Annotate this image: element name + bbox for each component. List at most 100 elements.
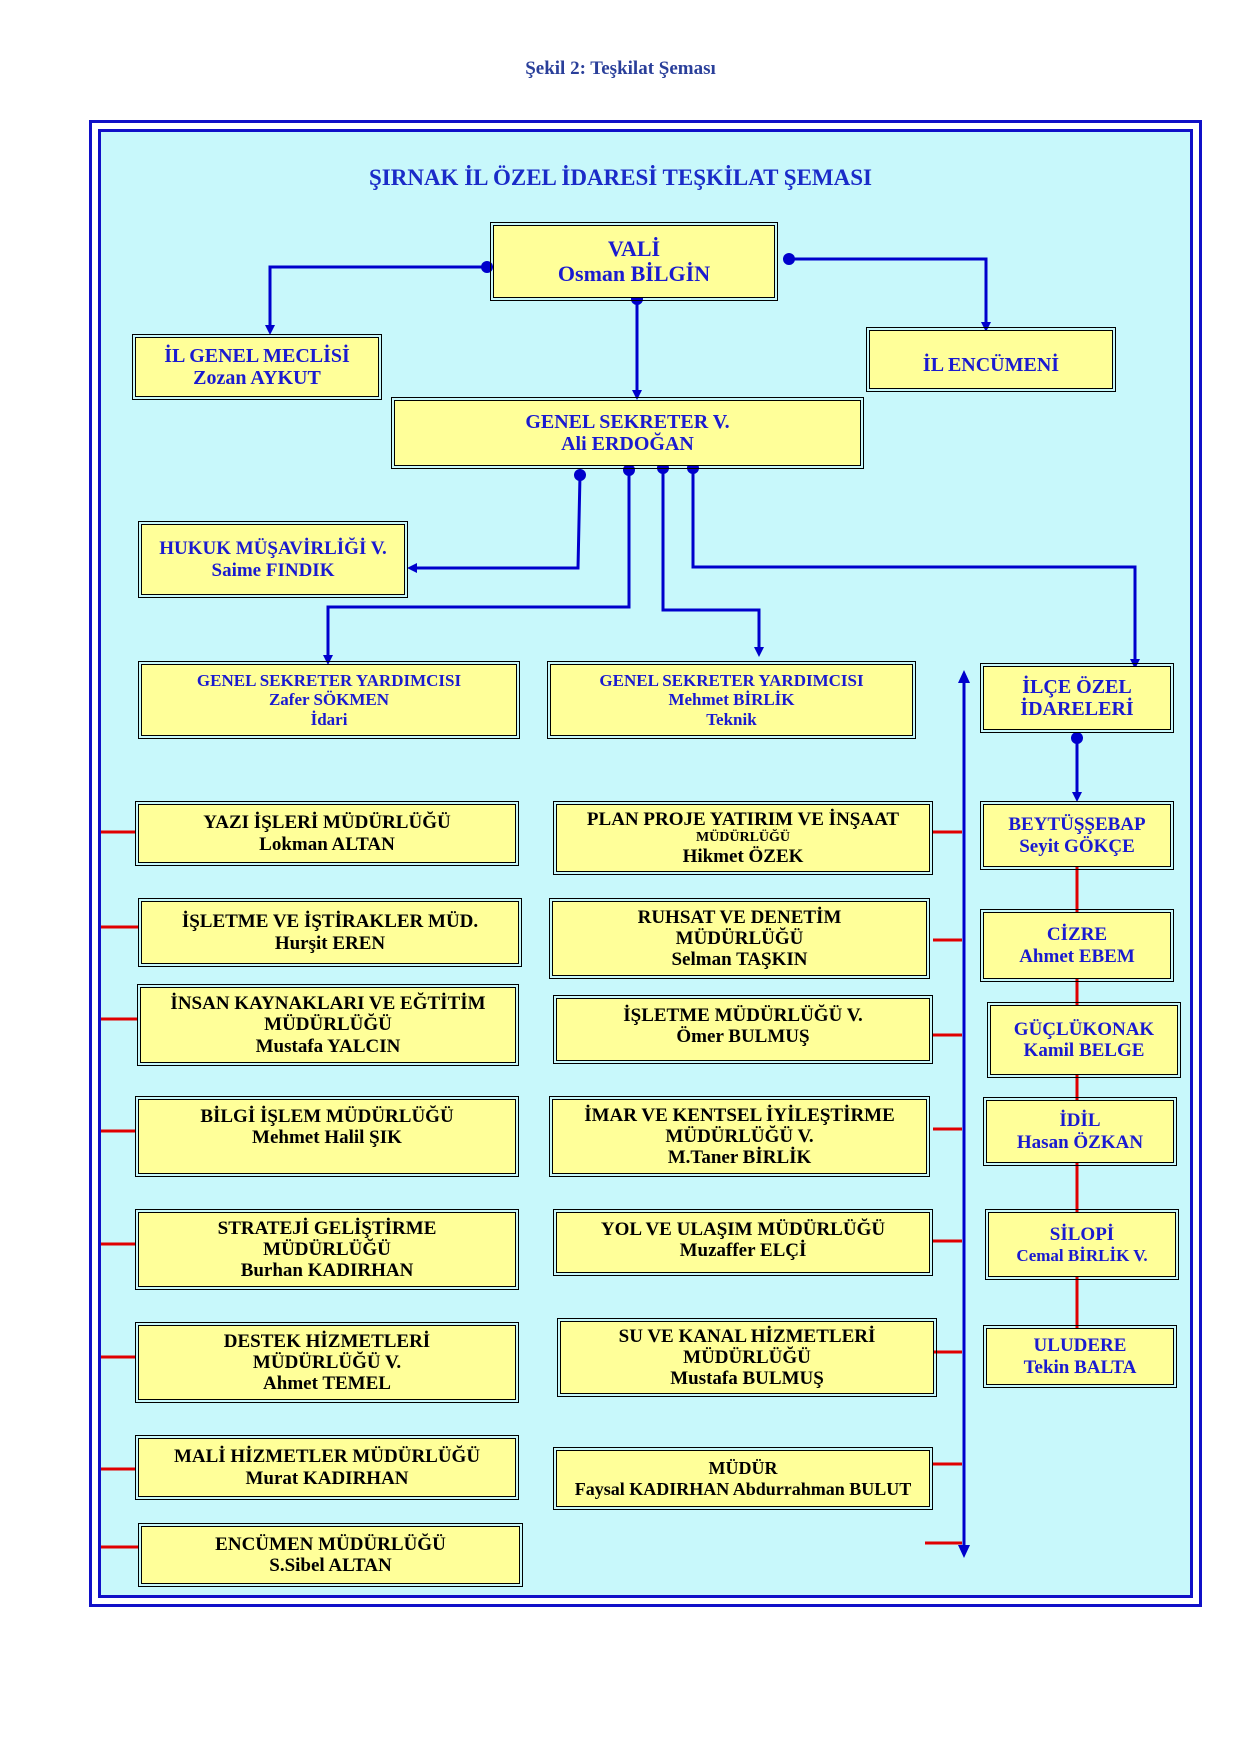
middle-unit-imar-kentsel: İMAR VE KENTSEL İYİLEŞTİRME MÜDÜRLÜĞÜ V.… (549, 1096, 930, 1177)
left-unit-yazi-isleri: YAZI İŞLERİ MÜDÜRLÜĞÜ Lokman ALTAN (135, 801, 519, 866)
il-encumeni-box: İL ENCÜMENİ (866, 327, 1116, 392)
il-genel-meclisi-title: İL GENEL MECLİSİ (164, 344, 350, 367)
district-person: Tekin BALTA (1023, 1356, 1137, 1378)
district-name: BEYTÜŞŞEBAP (1008, 814, 1146, 836)
middle-unit-ruhsat-denetim: RUHSAT VE DENETİM MÜDÜRLÜĞÜ Selman TAŞKI… (549, 898, 930, 979)
district-name: SİLOPİ (1049, 1224, 1115, 1246)
il-genel-meclisi-box: İL GENEL MECLİSİ Zozan AYKUT (132, 334, 382, 400)
middle-unit-plan-proje: PLAN PROJE YATIRIM VE İNŞAAT MÜDÜRLÜĞÜ H… (553, 801, 933, 875)
district-name: İDİL (1059, 1110, 1101, 1132)
unit-line: Faysal KADIRHAN Abdurrahman BULUT (574, 1478, 912, 1499)
hukuk-musavirligi-name: Saime FINDIK (211, 559, 335, 581)
gs-to-hukuk-connector (407, 474, 582, 573)
ilce-ozel-idareleri-box: İLÇE ÖZEL İDARELERİ (980, 663, 1174, 733)
unit-line: S.Sibel ALTAN (269, 1555, 392, 1576)
unit-line: Mehmet Halil ŞIK (252, 1127, 402, 1149)
left-unit-insan-kaynaklari: İNSAN KAYNAKLARI VE EĞTİTİM MÜDÜRLÜĞÜ Mu… (137, 984, 519, 1066)
middle-unit-mudur: MÜDÜR Faysal KADIRHAN Abdurrahman BULUT (553, 1447, 933, 1510)
unit-line: PLAN PROJE YATIRIM VE İNŞAAT (586, 808, 900, 830)
unit-line: MÜDÜRLÜĞÜ (683, 1346, 811, 1368)
gs-to-ilce-connector (691, 468, 1140, 669)
connector-dot (481, 261, 493, 273)
vali-title: VALİ (607, 235, 661, 261)
district-person: Ahmet EBEM (1019, 945, 1135, 967)
unit-line: YAZI İŞLERİ MÜDÜRLÜĞÜ (203, 812, 451, 834)
unit-line: Murat KADIRHAN (245, 1467, 409, 1489)
unit-line: M.Taner BİRLİK (667, 1147, 812, 1169)
unit-line: SU VE KANAL HİZMETLERİ (618, 1325, 876, 1347)
district-beytussebap-box: BEYTÜŞŞEBAP Seyit GÖKÇE (980, 801, 1174, 870)
middle-unit-stubs (925, 830, 962, 1545)
figure-caption: Şekil 2: Teşkilat Şeması (525, 58, 716, 79)
unit-line: YOL VE ULAŞIM MÜDÜRLÜĞÜ (600, 1219, 886, 1240)
unit-line: MÜDÜRLÜĞÜ V. (665, 1125, 814, 1147)
unit-line: Muzaffer ELÇİ (679, 1240, 807, 1262)
unit-line: İŞLETME VE İŞTİRAKLER MÜD. (181, 911, 479, 933)
il-encumeni-title: İL ENCÜMENİ (922, 354, 1060, 377)
unit-line: Selman TAŞKIN (671, 949, 808, 971)
unit-line: Hurşit EREN (274, 932, 386, 954)
vali-box: VALİ Osman BİLGİN (490, 222, 778, 301)
unit-line: RUHSAT VE DENETİM (637, 906, 842, 928)
genel-sekreter-title: GENEL SEKRETER V. (525, 410, 730, 433)
vali-name: Osman BİLGİN (557, 260, 711, 286)
unit-line: DESTEK HİZMETLERİ (223, 1330, 431, 1352)
unit-line: MÜDÜRLÜĞÜ (264, 1014, 392, 1036)
unit-line: MÜDÜRLÜĞÜ (695, 830, 791, 846)
district-person: Seyit GÖKÇE (1019, 835, 1135, 857)
unit-line: ENCÜMEN MÜDÜRLÜĞÜ (215, 1533, 446, 1555)
connector-dot (1071, 732, 1083, 744)
ilce-line2: İDARELERİ (1020, 698, 1134, 720)
left-unit-destek-hizmetleri: DESTEK HİZMETLERİ MÜDÜRLÜĞÜ V. Ahmet TEM… (135, 1322, 519, 1403)
connector-dot (623, 464, 635, 476)
middle-unit-isletme: İŞLETME MÜDÜRLÜĞÜ V. Ömer BULMUŞ (553, 995, 933, 1064)
middle-unit-yol-ulasim: YOL VE ULAŞIM MÜDÜRLÜĞÜ Muzaffer ELÇİ (553, 1209, 933, 1276)
genel-sekreter-yardimcisi-idari-box: GENEL SEKRETER YARDIMCISI Zafer SÖKMEN İ… (138, 661, 520, 739)
district-name: CİZRE (1046, 924, 1108, 946)
hukuk-musavirligi-box: HUKUK MÜŞAVİRLİĞİ V. Saime FINDIK (138, 521, 408, 598)
unit-line: MÜDÜR (708, 1458, 778, 1479)
unit-line: MÜDÜRLÜĞÜ (675, 927, 804, 949)
hukuk-musavirligi-title: HUKUK MÜŞAVİRLİĞİ V. (159, 538, 387, 560)
left-unit-mali-hizmetler: MALİ HİZMETLER MÜDÜRLÜĞÜ Murat KADIRHAN (135, 1435, 519, 1500)
district-name: ULUDERE (1033, 1335, 1127, 1357)
yardimci-teknik-role: Teknik (706, 709, 757, 729)
yardimci-idari-name: Zafer SÖKMEN (268, 690, 390, 710)
unit-line: İŞLETME MÜDÜRLÜĞÜ V. (623, 1005, 863, 1026)
vali-to-meclis-connector (265, 265, 487, 335)
unit-line: MÜDÜRLÜĞÜ V. (252, 1351, 402, 1373)
district-cizre-box: CİZRE Ahmet EBEM (980, 909, 1174, 982)
left-unit-encumen-mudurlugu: ENCÜMEN MÜDÜRLÜĞÜ S.Sibel ALTAN (138, 1523, 523, 1587)
connector-dot (783, 253, 795, 265)
ilce-line1: İLÇE ÖZEL (1022, 675, 1132, 698)
unit-line: İMAR VE KENTSEL İYİLEŞTİRME (584, 1104, 895, 1126)
left-unit-strateji-gelistirme: STRATEJİ GELİŞTİRME MÜDÜRLÜĞÜ Burhan KAD… (135, 1209, 519, 1290)
spine-arrowhead-up (958, 670, 970, 683)
il-genel-meclisi-name: Zozan AYKUT (193, 367, 321, 389)
spine-arrowhead-down (958, 1545, 970, 1558)
district-person: Cemal BİRLİK V. (1016, 1245, 1148, 1265)
left-unit-stubs (101, 830, 138, 1549)
unit-line: BİLGİ İŞLEM MÜDÜRLÜĞÜ (200, 1106, 454, 1127)
unit-line: MALİ HİZMETLER MÜDÜRLÜĞÜ (173, 1446, 481, 1468)
unit-line: Burhan KADIRHAN (240, 1260, 414, 1282)
vali-to-encumen-connector (789, 257, 991, 332)
district-name: GÜÇLÜKONAK (1013, 1018, 1155, 1040)
genel-sekreter-box: GENEL SEKRETER V. Ali ERDOĞAN (391, 397, 864, 469)
yardimci-teknik-name: Mehmet BİRLİK (668, 690, 795, 710)
chart-title: ŞIRNAK İL ÖZEL İDARESİ TEŞKİLAT ŞEMASI (368, 165, 872, 190)
genel-sekreter-name: Ali ERDOĞAN (561, 433, 694, 455)
gs-to-yardimci-teknik-connector (661, 468, 764, 657)
unit-line: Ahmet TEMEL (263, 1373, 391, 1395)
district-silopi-box: SİLOPİ Cemal BİRLİK V. (985, 1209, 1179, 1280)
yardimci-idari-role: İdari (310, 709, 348, 729)
unit-line: Hikmet ÖZEK (682, 845, 804, 867)
unit-line: İNSAN KAYNAKLARI VE EĞTİTİM (170, 993, 486, 1015)
yardimci-idari-title: GENEL SEKRETER YARDIMCISI (196, 671, 462, 691)
middle-unit-su-kanal: SU VE KANAL HİZMETLERİ MÜDÜRLÜĞÜ Mustafa… (557, 1318, 937, 1397)
district-person: Kamil BELGE (1023, 1040, 1145, 1061)
genel-sekreter-yardimcisi-teknik-box: GENEL SEKRETER YARDIMCISI Mehmet BİRLİK … (547, 661, 916, 739)
unit-line: MÜDÜRLÜĞÜ (263, 1238, 391, 1260)
unit-line: Mustafa BULMUŞ (670, 1368, 824, 1390)
